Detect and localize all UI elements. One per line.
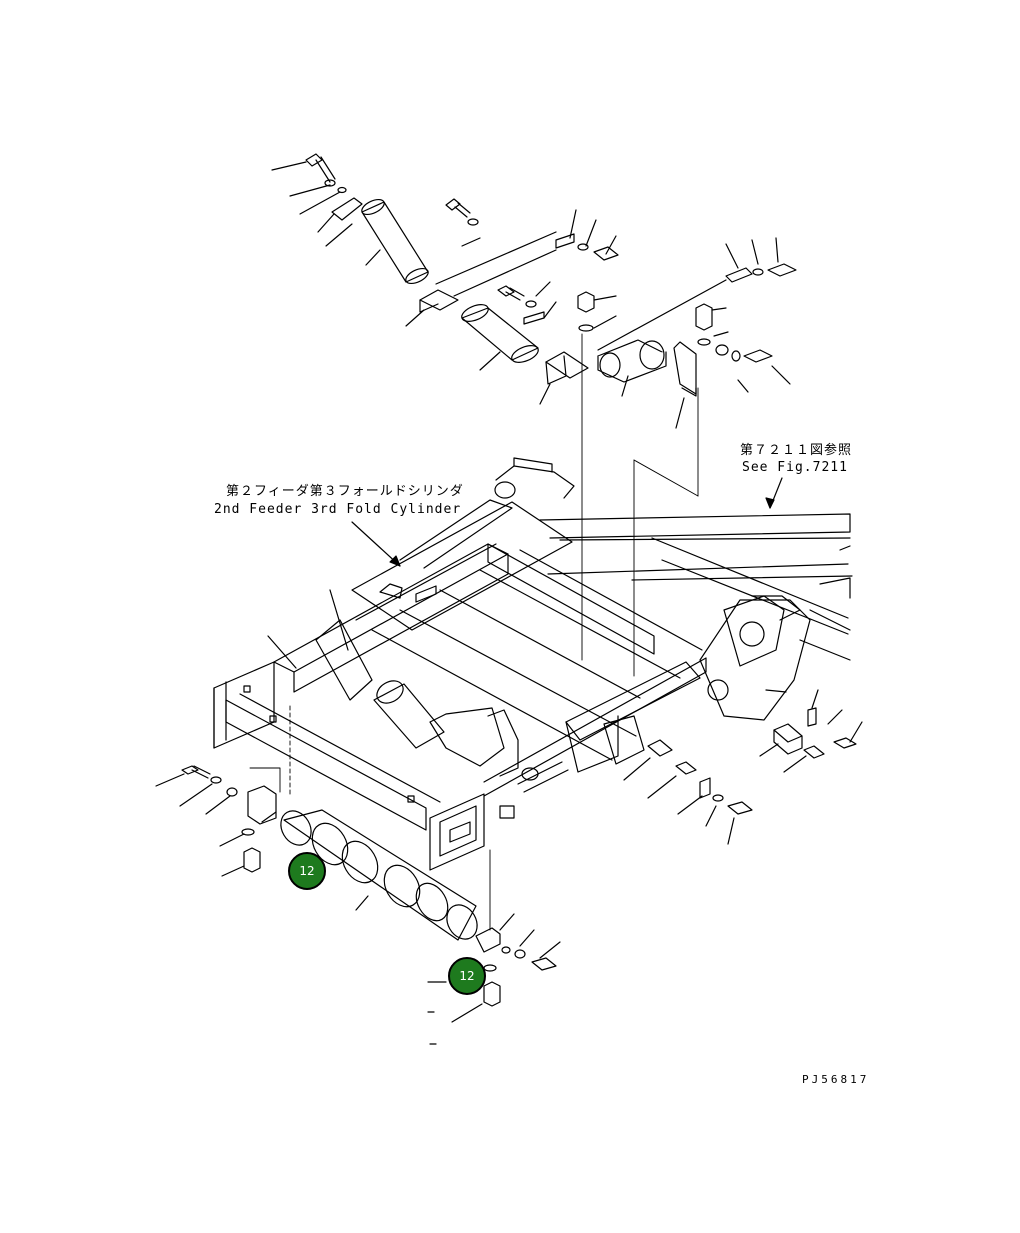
callout-leaders <box>267 477 783 669</box>
right-small-parts <box>623 689 863 845</box>
main-frame <box>213 457 853 871</box>
upper-middle-roller-group <box>405 198 619 405</box>
lower-roller-group <box>155 765 561 1045</box>
upper-left-roller-group <box>271 153 429 285</box>
figure-reference-en: See Fig.7211 <box>742 460 848 475</box>
cylinder-callout-jp: 第２フィーダ第３フォールドシリンダ <box>226 484 464 499</box>
reference-lines <box>289 333 699 931</box>
figure-reference-jp: 第７２１１図参照 <box>740 443 853 458</box>
reference-badge-bolt[interactable]: 12 <box>448 957 486 995</box>
reference-badge-roller[interactable]: 12 <box>288 852 326 890</box>
drawing-number: PJ56817 <box>802 1073 870 1086</box>
cylinder-callout-en: 2nd Feeder 3rd Fold Cylinder <box>214 502 462 517</box>
upper-right-roller-group <box>597 237 797 429</box>
